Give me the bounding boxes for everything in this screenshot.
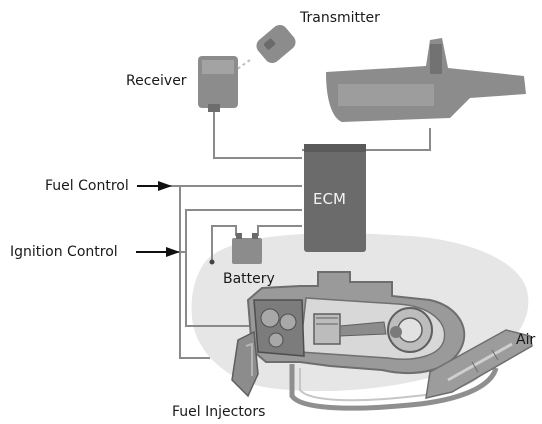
fuel-control-arrow <box>137 181 172 191</box>
transmitter-label: Transmitter <box>300 10 380 26</box>
ignition-control-arrow <box>136 247 180 257</box>
ecm-label: ECM <box>313 190 346 208</box>
transmitter-device <box>235 24 296 71</box>
fuel-injectors-label: Fuel Injectors <box>172 404 266 420</box>
ecm-module <box>304 144 366 252</box>
air-label: Air <box>516 332 536 348</box>
battery-device <box>232 233 262 264</box>
battery-ground-dot <box>209 259 215 265</box>
ignition-control-label: Ignition Control <box>10 244 118 260</box>
fuel-control-label: Fuel Control <box>45 178 129 194</box>
steering-column-assembly <box>326 38 526 122</box>
receiver-device <box>198 56 238 112</box>
battery-label: Battery <box>223 271 275 287</box>
receiver-label: Receiver <box>126 73 187 89</box>
engine-cross-section <box>246 271 499 411</box>
fuel-injectors-device <box>231 330 259 398</box>
air-intake-duct <box>425 329 533 399</box>
